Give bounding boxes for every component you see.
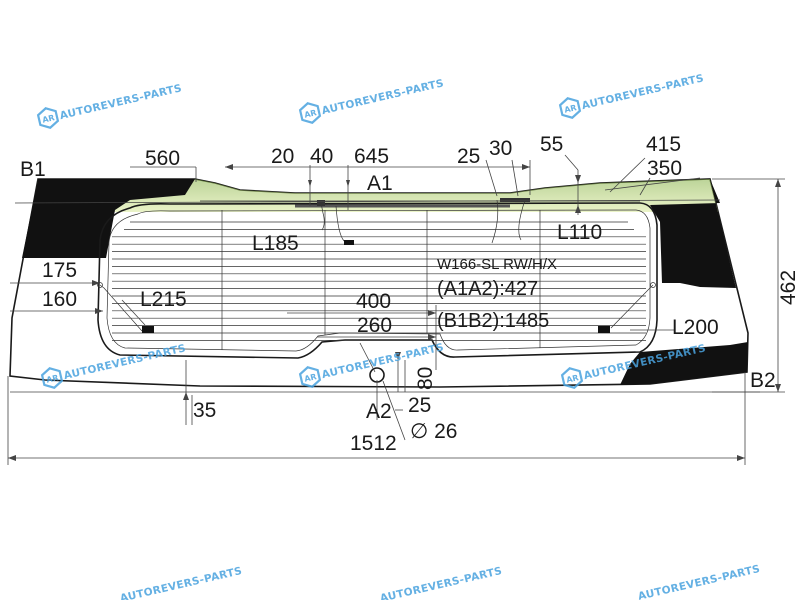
wiper-hole <box>369 367 385 383</box>
lead-l200: L200 <box>672 316 719 339</box>
watermark-logo-icon <box>558 97 582 119</box>
svg-text:AR: AR <box>303 108 317 120</box>
svg-text:AR: AR <box>303 372 317 384</box>
watermark-logo-icon <box>298 366 322 388</box>
lead-l215: L215 <box>140 288 187 311</box>
watermark: AUTOREVERS-PARTS <box>119 565 243 600</box>
dim-55: 55 <box>540 133 563 156</box>
dim-25-top: 25 <box>457 145 480 168</box>
watermark: AR AUTOREVERS-PARTS <box>558 72 705 119</box>
black-band <box>22 179 748 385</box>
heater-connectors <box>97 198 656 333</box>
svg-text:AR: AR <box>563 103 577 115</box>
a1a2-measure: (A1A2):427 <box>437 278 538 300</box>
heated-area <box>97 200 658 359</box>
watermark: AUTOREVERS-PARTS <box>379 565 503 600</box>
watermark-text: AUTOREVERS-PARTS <box>119 565 243 600</box>
dim-260: 260 <box>357 314 392 337</box>
b1b2-measure: (B1B2):1485 <box>437 310 549 332</box>
part-code: W166-SL RW/H/X <box>437 256 557 273</box>
watermark-logo-icon <box>560 367 584 389</box>
svg-text:AR: AR <box>565 373 579 385</box>
dim-40: 40 <box>310 145 333 168</box>
watermark: AR AUTOREVERS-PARTS <box>36 82 183 129</box>
svg-text:AR: AR <box>45 373 59 385</box>
dim-645: 645 <box>354 145 389 168</box>
dim-overall-width: 1512 <box>350 432 397 455</box>
label-a2: A2 <box>366 400 392 423</box>
dim-height: 462 <box>777 270 800 305</box>
label-b2: B2 <box>750 369 776 392</box>
dim-20: 20 <box>271 145 294 168</box>
watermark-text: AUTOREVERS-PARTS <box>581 72 705 112</box>
lead-l185: L185 <box>252 232 299 255</box>
watermark: AUTOREVERS-PARTS <box>637 563 761 600</box>
watermark-text: AUTOREVERS-PARTS <box>321 77 445 117</box>
watermark-text: AUTOREVERS-PARTS <box>379 565 503 600</box>
watermark-text: AUTOREVERS-PARTS <box>59 82 183 122</box>
dim-560: 560 <box>145 147 180 170</box>
dim-30-top: 30 <box>489 137 512 160</box>
label-a1: A1 <box>367 172 393 195</box>
dim-80: 80 <box>414 367 437 390</box>
dim-35: 35 <box>193 399 216 422</box>
dim-hole-diameter: ∅ 26 <box>410 420 458 443</box>
label-b1: B1 <box>20 158 46 181</box>
watermark-logo-icon <box>40 367 64 389</box>
dim-350: 350 <box>647 157 682 180</box>
dimension-lines <box>7 154 785 465</box>
dim-415: 415 <box>646 133 681 156</box>
dimension-labels: B1 B2 A1 A2 1512 462 560 20 40 645 25 30… <box>20 133 800 455</box>
dim-25-bottom: 25 <box>408 394 431 417</box>
dim-160: 160 <box>42 288 77 311</box>
dim-400: 400 <box>356 290 391 313</box>
dim-175: 175 <box>42 259 77 282</box>
watermark: AR AUTOREVERS-PARTS <box>298 77 445 124</box>
lead-l110: L110 <box>557 221 602 244</box>
svg-text:AR: AR <box>41 113 55 125</box>
watermark-logo-icon <box>298 102 322 124</box>
watermark-text: AUTOREVERS-PARTS <box>637 563 761 600</box>
watermark-logo-icon <box>36 107 60 129</box>
